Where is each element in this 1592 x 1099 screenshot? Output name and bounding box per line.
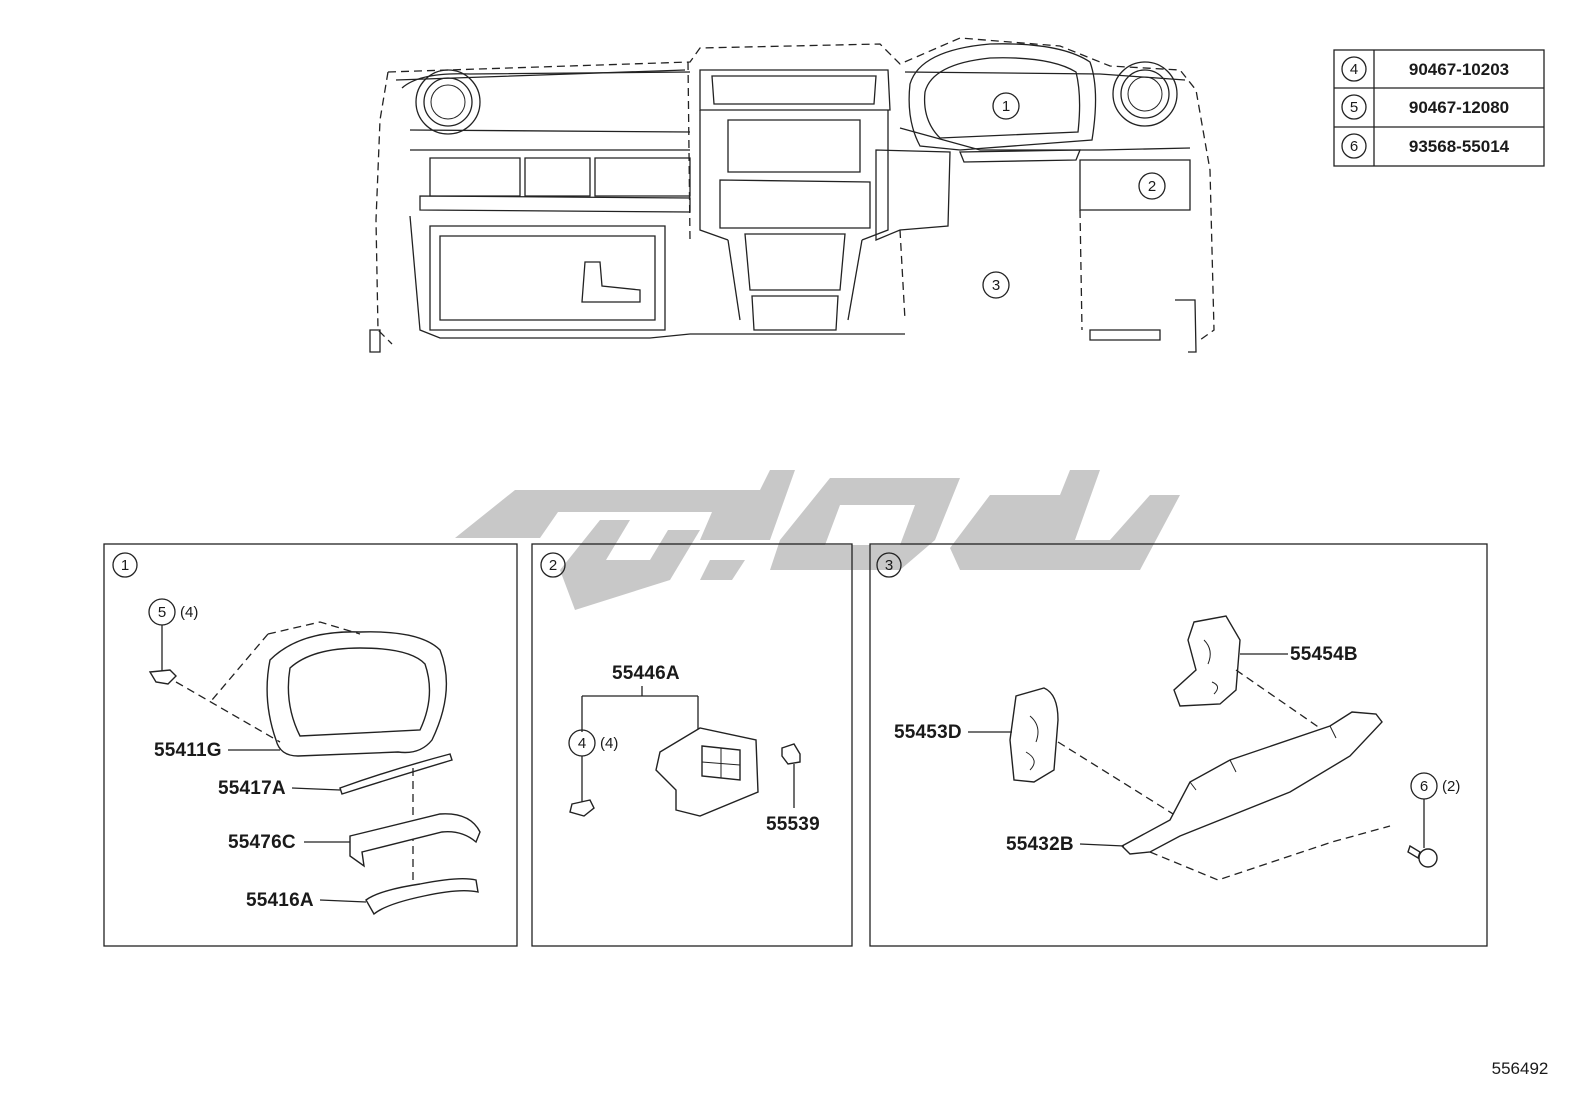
- svg-text:3: 3: [992, 277, 1000, 294]
- ref-row-5[interactable]: 5 90467-12080: [1341, 94, 1509, 120]
- instrument-panel-overview: 1 2 3: [369, 37, 1215, 353]
- svg-text:55453D[interactable]: 55453D: [894, 722, 962, 743]
- svg-text:55476C[interactable]: 55476C: [228, 832, 296, 853]
- cluster-hood-area: [908, 43, 1097, 163]
- part-clip-55539[interactable]: 55539: [766, 743, 820, 835]
- overview-callout-2[interactable]: 2: [1138, 172, 1166, 200]
- svg-text:90467-10203: 90467-10203: [1409, 60, 1509, 79]
- overview-callout-3[interactable]: 3: [982, 271, 1010, 299]
- svg-text:55454B[interactable]: 55454B: [1290, 644, 1358, 665]
- svg-text:6: 6: [1420, 778, 1428, 795]
- svg-text:5: 5: [1350, 99, 1358, 116]
- svg-text:55432B[interactable]: 55432B: [1006, 834, 1074, 855]
- svg-text:5: 5: [158, 604, 166, 621]
- fastener-ref-5[interactable]: 5 (4): [148, 598, 198, 685]
- part-bracket[interactable]: 55416A: [246, 877, 479, 916]
- panel-1-badge: 1: [112, 552, 138, 578]
- panel-3-badge: 3: [876, 552, 902, 578]
- watermark-logo: [455, 470, 1180, 610]
- svg-text:55539[interactable]: 55539: [766, 814, 820, 835]
- part-garnish[interactable]: 55476C: [228, 813, 481, 868]
- svg-text:55416A[interactable]: 55416A: [246, 890, 314, 911]
- svg-text:4: 4: [578, 735, 586, 752]
- glovebox-opening: [429, 225, 666, 331]
- svg-text:(4): (4): [180, 604, 198, 621]
- part-insulator-55454B[interactable]: 55454B: [1173, 615, 1358, 743]
- part-column-cover[interactable]: 55446A: [581, 663, 759, 817]
- svg-text:3: 3: [885, 557, 893, 574]
- svg-text:(4): (4): [600, 735, 618, 752]
- ref-row-6[interactable]: 6 93568-55014: [1341, 133, 1510, 159]
- panel-3: 3 55454B 55453D 55432B 6: [869, 543, 1488, 947]
- left-air-vent: [415, 69, 481, 135]
- svg-text:6: 6: [1350, 138, 1358, 155]
- fastener-ref-4[interactable]: 4 (4): [568, 729, 618, 817]
- svg-text:90467-12080: 90467-12080: [1409, 98, 1509, 117]
- part-trim-strip[interactable]: 55417A: [218, 753, 453, 880]
- right-air-vent: [1112, 61, 1178, 127]
- reference-table: 4 90467-10203 5 90467-12080 6 93568-5501…: [1333, 49, 1545, 167]
- svg-text:2: 2: [549, 557, 557, 574]
- svg-text:55417A[interactable]: 55417A: [218, 778, 286, 799]
- svg-text:55446A[interactable]: 55446A: [612, 663, 680, 684]
- svg-text:1: 1: [1002, 98, 1010, 115]
- svg-text:2: 2: [1148, 178, 1156, 195]
- panel-1: 1 5 (4) 55411G 55417A: [103, 543, 518, 947]
- svg-text:4: 4: [1350, 61, 1358, 78]
- overview-callout-1[interactable]: 1: [992, 92, 1020, 120]
- panel-2: 2 55446A 4 (4) 55539: [531, 543, 853, 947]
- center-stack: [687, 61, 891, 331]
- part-lower-cover-55432B[interactable]: 55432B: [1006, 711, 1391, 881]
- label-55411G[interactable]: 55411G: [154, 740, 222, 761]
- fastener-ref-6[interactable]: 6 (2): [1407, 772, 1460, 868]
- panel-2-badge: 2: [540, 552, 566, 578]
- part-insulator-55453D[interactable]: 55453D: [894, 687, 1187, 823]
- part-cluster-hood[interactable]: 55411G: [154, 621, 448, 761]
- diagram-number: 556492: [1492, 1059, 1549, 1078]
- svg-text:1: 1: [121, 557, 129, 574]
- svg-text:(2): (2): [1442, 778, 1460, 795]
- svg-text:93568-55014: 93568-55014: [1409, 137, 1510, 156]
- ref-row-4[interactable]: 4 90467-10203: [1341, 56, 1509, 82]
